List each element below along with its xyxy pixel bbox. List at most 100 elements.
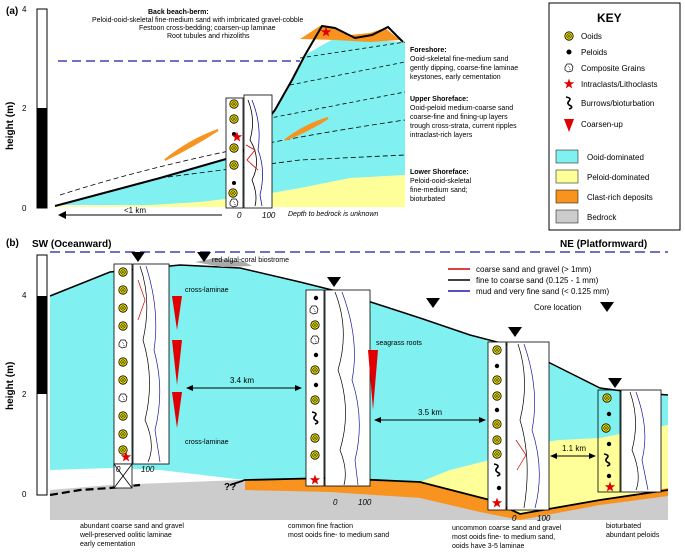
swatch-ooid-label: Ooid-dominated (587, 153, 644, 162)
core-3-tick-100: 100 (537, 514, 551, 523)
panel-a-peloid-zone (55, 175, 405, 207)
panel-a-grain-tick-0: 0 (237, 211, 242, 220)
panel-b-tick-4: 4 (22, 291, 27, 300)
panel-b-tick-0: 0 (22, 490, 27, 499)
panel-a-core-column (225, 97, 244, 209)
panel-a-grain-log (243, 94, 273, 209)
swatch-ooid (555, 149, 579, 164)
panel-a-height-bar-fill (37, 108, 47, 208)
algal-biostrome (195, 258, 252, 267)
caption-4-line-2: abundant peloids (606, 532, 660, 539)
core-marker-3 (327, 277, 341, 287)
key-coarsen-label: Coarsen-up (581, 120, 623, 129)
key-burrows-label: Burrows/bioturbation (581, 99, 654, 108)
caption-2-line-2: most ooids fine- to medium sand (288, 532, 389, 539)
caption-1-line-2: well-preserved oolitic laminae (79, 532, 172, 539)
core-marker-5 (508, 327, 522, 337)
panel-b-label: (b) (6, 238, 19, 249)
core-3-grain-log (506, 341, 550, 511)
distance-2: 3.5 km (418, 408, 442, 417)
upper-shoreface-line-4: intraclast-rich layers (410, 132, 473, 139)
panel-b-tick-2: 2 (22, 390, 27, 399)
seagrass-label: seagrass roots (376, 340, 422, 347)
upper-shoreface-line-1: Ooid-peloid medium-coarse sand (410, 105, 513, 112)
back-beach-line-1: Peloid-ooid-skeletal fine-medium sand wi… (92, 17, 303, 24)
legend-mud: mud and very fine sand (< 0.125 mm) (476, 287, 610, 296)
panel-b-height-bar-fill (37, 296, 47, 394)
foreshore-line-1: Ooid-skeletal fine-medium sand (410, 56, 509, 63)
swatch-clast (555, 189, 579, 204)
upper-shoreface-heading: Upper Shoreface: (410, 96, 468, 103)
foreshore-heading: Foreshore: (410, 47, 447, 54)
peloid-icon (566, 49, 572, 55)
core-2-grain-log (324, 289, 371, 487)
key-intraclasts-label: Intraclasts/Lithoclasts (581, 80, 657, 89)
core-marker-4 (426, 298, 440, 308)
legend-coarse: coarse sand and gravel (> 1mm) (476, 265, 592, 274)
core-1-grain-log (132, 263, 170, 465)
key-composite-label: Composite Grains (581, 64, 645, 73)
core-2-tick-0: 0 (333, 498, 338, 507)
core-location-label: Core location (534, 303, 581, 312)
back-beach-line-2: Festoon cross-bedding; coarsen-up lamina… (139, 25, 276, 32)
caption-2-line-1: common fine fraction (288, 523, 353, 530)
core-2-tick-100: 100 (358, 498, 372, 507)
core-marker-6 (608, 378, 622, 388)
panel-b-axis-title: height (m) (5, 362, 16, 410)
panel-a-scale-label: <1 km (124, 206, 146, 215)
distance-1: 3.4 km (230, 376, 254, 385)
swatch-peloid (555, 169, 579, 184)
core-marker-1 (131, 252, 145, 262)
core-2-column (305, 289, 325, 487)
foreshore-line-3: keystones, early cementation (410, 74, 501, 81)
core-3-tick-0: 0 (512, 514, 517, 523)
panel-b-bedrock (50, 480, 668, 520)
caption-1-line-3: early cementation (80, 541, 135, 548)
foreshore-line-2: gently dipping, coarse-fine laminae (410, 65, 518, 72)
panel-a-label: (a) (6, 6, 18, 17)
panel-a-tick-4: 4 (22, 5, 27, 14)
lower-shoreface-line-2: fine-medium sand; (410, 187, 468, 194)
key-title: KEY (597, 11, 622, 25)
core-4-column (597, 389, 621, 493)
swatch-peloid-label: Peloid-dominated (587, 173, 649, 182)
lower-shoreface-line-1: Peloid-ooid-skeletal (410, 178, 472, 185)
swatch-bedrock (555, 209, 579, 224)
key-peloids-label: Peloids (581, 48, 607, 57)
core-1-tick-100: 100 (141, 465, 155, 474)
cross-laminae-top: cross-laminae (185, 287, 229, 294)
cross-laminae-bottom: cross-laminae (185, 439, 229, 446)
panel-a-axis-title: height (m) (5, 102, 16, 150)
coarsen-up-icon (564, 119, 574, 132)
caption-3-line-1: uncommon coarse sand and gravel (452, 525, 562, 532)
lower-shoreface-line-3: bioturbated (410, 196, 445, 203)
caption-3-line-3: ooids have 3-5 laminae (452, 543, 524, 550)
ne-label: NE (Platformward) (560, 239, 647, 250)
upper-shoreface-line-3: trough cross-strata, current ripples (410, 123, 517, 130)
panel-a-tick-2: 2 (22, 104, 27, 113)
panel-a-ooid-zone (55, 38, 405, 205)
unknown-label: ?? (224, 482, 236, 493)
swatch-bedrock-label: Bedrock (587, 213, 617, 222)
swatch-clast-label: Clast-rich deposits (587, 193, 653, 202)
upper-shoreface-line-2: coarse-fine and fining-up layers (410, 114, 508, 121)
core-1-tick-0: 0 (116, 465, 121, 474)
core-4-grain-log (620, 389, 662, 493)
panel-a-grain-tick-100: 100 (262, 211, 276, 220)
composite-grain-icon (564, 63, 574, 73)
back-beach-heading: Back beach-berm: (148, 9, 209, 16)
key-ooids-label: Ooids (581, 32, 602, 41)
panel-a-tick-0: 0 (22, 204, 27, 213)
core-location-icon (600, 302, 614, 312)
panel-a-bedrock-note: Depth to bedrock is unknown (288, 211, 378, 218)
caption-3-line-2: most ooids fine- to medium sand, (452, 534, 555, 541)
distance-3: 1.1 km (562, 444, 586, 453)
legend-fine: fine to coarse sand (0.125 - 1 mm) (476, 276, 599, 285)
back-beach-line-3: Root tubules and rhizoliths (167, 33, 250, 40)
caption-4-line-1: bioturbated (606, 523, 641, 530)
lower-shoreface-heading: Lower Shoreface: (410, 169, 469, 176)
sw-label: SW (Oceanward) (32, 239, 111, 250)
panel-b-surface (49, 264, 669, 396)
panel-b-clast-layer (245, 478, 668, 520)
